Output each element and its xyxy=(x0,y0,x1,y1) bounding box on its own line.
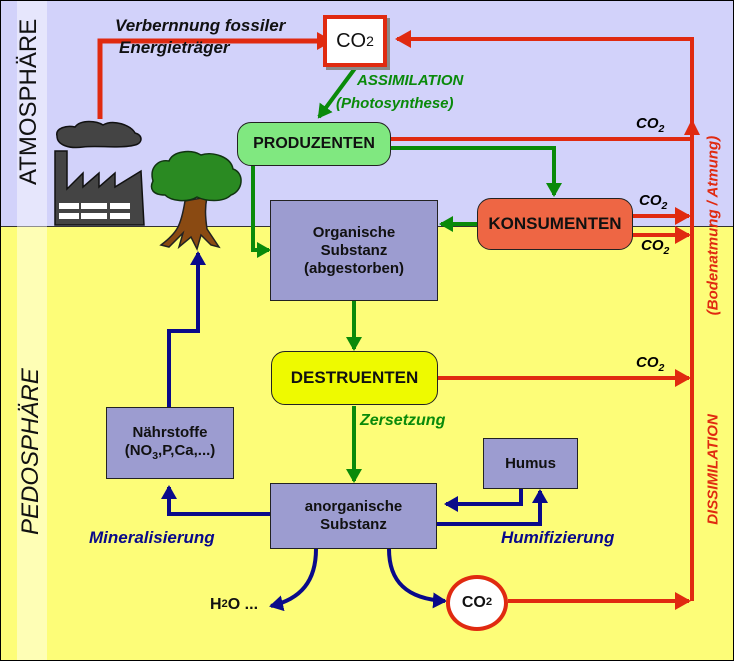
bodenatmung-label: (Bodenatmung / Atmung) xyxy=(704,135,722,316)
co2-label-konsumenten-lower: CO2 xyxy=(641,237,670,257)
arrow-assimilation xyxy=(317,65,358,119)
arrow-produzenten-konsumenten xyxy=(391,146,562,197)
h2o-rest: O ... xyxy=(227,596,259,614)
anorganische-substanz-node: anorganische Substanz xyxy=(270,483,437,549)
arrow-to-h2o xyxy=(269,548,318,612)
naehrstoffe-line2a: (NO xyxy=(124,441,153,459)
arrow-naehrstoffe-tree xyxy=(167,251,206,407)
organische-line2: Substanz xyxy=(320,241,388,259)
factory-icon xyxy=(54,150,145,226)
naehrstoffe-line1: Nährstoffe xyxy=(132,423,208,441)
mineralisierung-label: Mineralisierung xyxy=(89,528,215,547)
assimilation-label: ASSIMILATION xyxy=(357,72,464,89)
arrow-to-co2-circle xyxy=(387,548,447,609)
verbrennung-label-line1: Verbernnung fossiler xyxy=(115,16,286,35)
h2o-sub: 2 xyxy=(221,598,228,611)
organische-line3: (abgestorben) xyxy=(303,259,404,277)
organische-substanz-node: Organische Substanz (abgestorben) xyxy=(270,200,438,301)
co2-label-destruenten: CO2 xyxy=(636,354,665,374)
humifizierung-label: Humifizierung xyxy=(501,528,615,547)
smoke-cloud-icon xyxy=(56,120,142,149)
dissimilation-label: DISSIMILATION xyxy=(704,414,722,525)
anorganische-line1: anorganische xyxy=(304,498,403,515)
naehrstoffe-sub: 3 xyxy=(152,449,159,462)
h2o-main: H xyxy=(209,596,222,614)
arrow-up-head xyxy=(684,119,700,135)
arrow-fossil-to-co2 xyxy=(97,32,333,119)
organische-line1: Organische xyxy=(312,223,396,241)
arrow-humus-anorganische xyxy=(444,488,523,512)
konsumenten-node: KONSUMENTEN xyxy=(477,198,633,250)
humus-text: Humus xyxy=(505,454,556,472)
tree-icon xyxy=(150,150,242,252)
zone-label-strip xyxy=(17,1,47,660)
co2-label-produzenten: CO2 xyxy=(636,115,665,135)
arrow-humifizierung xyxy=(437,489,548,526)
photosynthese-label: (Photosynthese) xyxy=(336,95,454,112)
naehrstoffe-line2b: ,P,Ca,...) xyxy=(158,441,216,459)
co2-sub: 2 xyxy=(366,32,374,49)
co2-main: CO xyxy=(336,30,367,52)
zersetzung-label: Zersetzung xyxy=(360,412,446,429)
co2-circle-main: CO xyxy=(461,594,486,612)
co2-circle-sub: 2 xyxy=(485,596,493,609)
verbrennung-label-line2: Energieträger xyxy=(119,38,230,57)
produzenten-node: PRODUZENTEN xyxy=(237,122,391,166)
co2-label-konsumenten-upper: CO2 xyxy=(639,192,668,212)
anorganische-line2: Substanz xyxy=(320,516,387,533)
arrow-produzenten-organische xyxy=(251,164,271,258)
naehrstoffe-node: Nährstoffe (NO3,P,Ca,...) xyxy=(106,407,234,479)
humus-node: Humus xyxy=(483,438,578,489)
naehrstoffe-line2: (NO3,P,Ca,...) xyxy=(125,442,216,463)
arrow-mineralisierung xyxy=(161,485,271,516)
destruenten-node: DESTRUENTEN xyxy=(271,351,438,405)
arrow-dissimilation-to-co2 xyxy=(395,30,694,601)
